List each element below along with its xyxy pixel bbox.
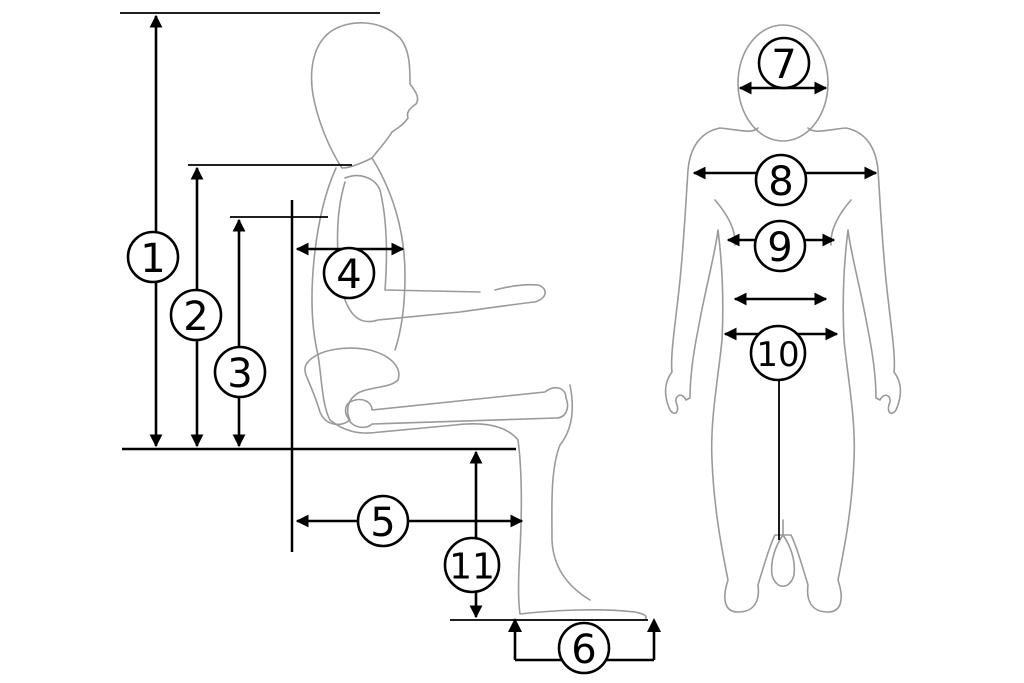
badge-2: 2 <box>169 288 223 342</box>
badge-7: 7 <box>757 36 811 90</box>
badge-10-label: 10 <box>756 335 799 375</box>
badge-5: 5 <box>356 494 410 548</box>
badge-4-label: 4 <box>336 252 361 298</box>
badge-8: 8 <box>754 153 808 207</box>
badge-7-label: 7 <box>771 42 796 88</box>
upper-arm-outline <box>344 174 481 293</box>
badge-10: 10 <box>749 324 807 382</box>
torso-front-outline <box>371 157 406 351</box>
seated-body-silhouette <box>310 22 647 621</box>
badge-6: 6 <box>557 621 611 675</box>
front-body-silhouette <box>664 127 902 613</box>
front-leg-split <box>770 534 796 588</box>
badge-9: 9 <box>753 219 807 273</box>
badge-3-label: 3 <box>227 351 252 397</box>
badge-11-label: 11 <box>449 547 495 588</box>
forearm-outline <box>336 181 546 323</box>
badge-9-label: 9 <box>767 225 792 271</box>
badge-11: 11 <box>443 536 501 594</box>
badge-6-label: 6 <box>571 627 596 673</box>
badge-1: 1 <box>126 230 180 284</box>
badge-4: 4 <box>322 246 376 300</box>
badge-3: 3 <box>213 345 267 399</box>
badge-2-label: 2 <box>183 294 208 340</box>
front-figure-outline <box>664 24 902 613</box>
badge-5-label: 5 <box>370 500 395 546</box>
badge-8-label: 8 <box>768 159 793 205</box>
badge-1-label: 1 <box>140 236 165 282</box>
femur-outline <box>344 386 569 429</box>
